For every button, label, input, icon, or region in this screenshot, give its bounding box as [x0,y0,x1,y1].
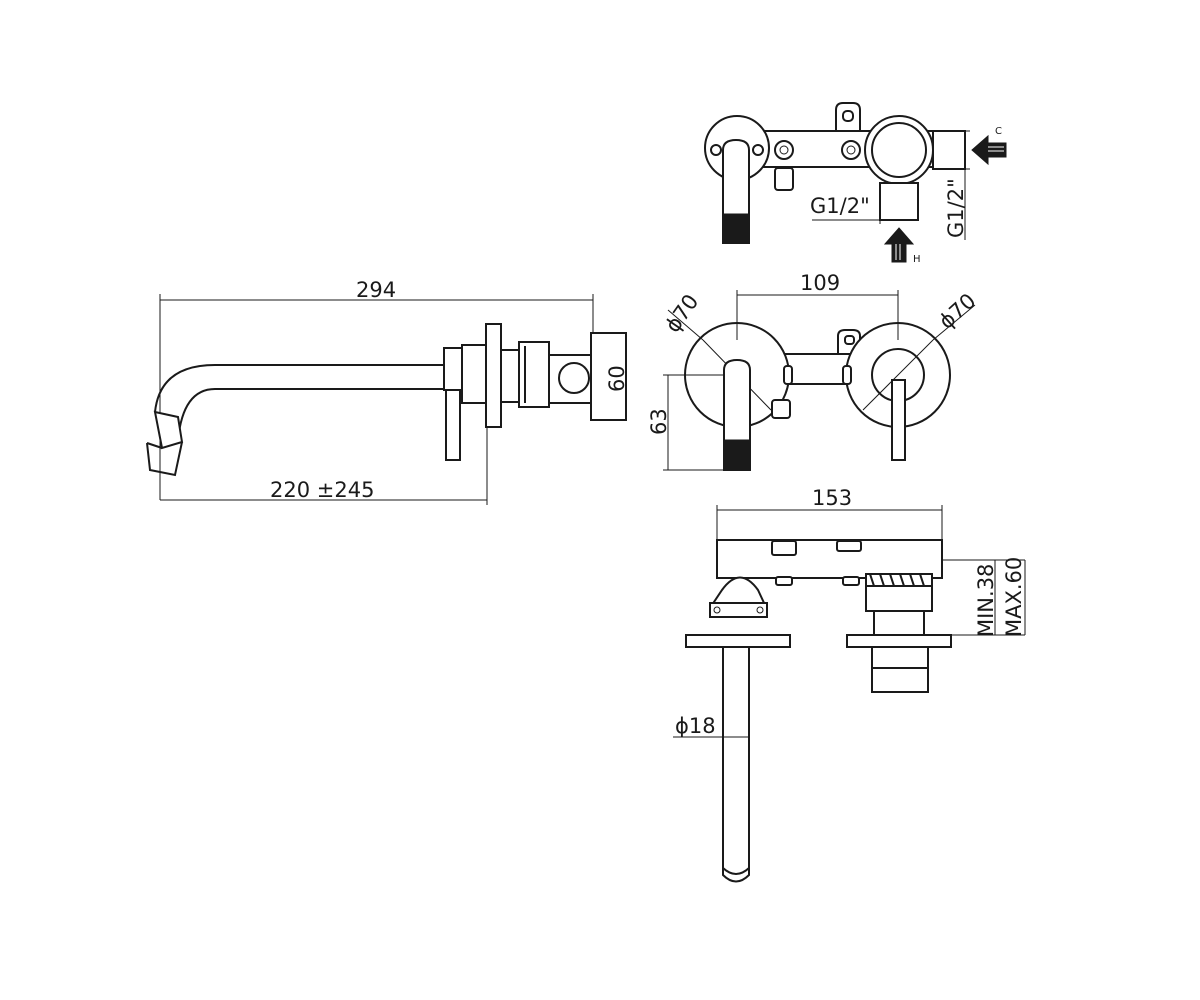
side-view: 294 60 220 ±245 [146,278,629,505]
cold-inlet-marker: C [995,126,1002,137]
rear-connection-bottom-label: G1/2" [810,194,870,218]
front-right-diameter-label: ϕ70 [934,289,980,334]
front-spacing-label: 109 [800,271,840,295]
rear-connection-view: G1/2" G1/2" C H [704,102,1007,265]
hot-arrow-icon [883,227,915,263]
top-spout-diameter-label: ϕ18 [675,714,716,738]
top-width-label: 153 [812,486,852,510]
hot-inlet-marker: H [913,254,921,265]
front-view: 109 ϕ70 ϕ70 63 [647,271,981,471]
side-overall-length-label: 294 [356,278,396,302]
side-height-label: 60 [605,365,629,392]
rear-connection-side-label: G1/2" [944,178,968,238]
front-left-diameter-label: ϕ70 [660,290,703,337]
cold-arrow-icon [971,134,1007,166]
side-projection-label: 220 ±245 [270,478,374,502]
front-spout-height-label: 63 [647,408,671,435]
